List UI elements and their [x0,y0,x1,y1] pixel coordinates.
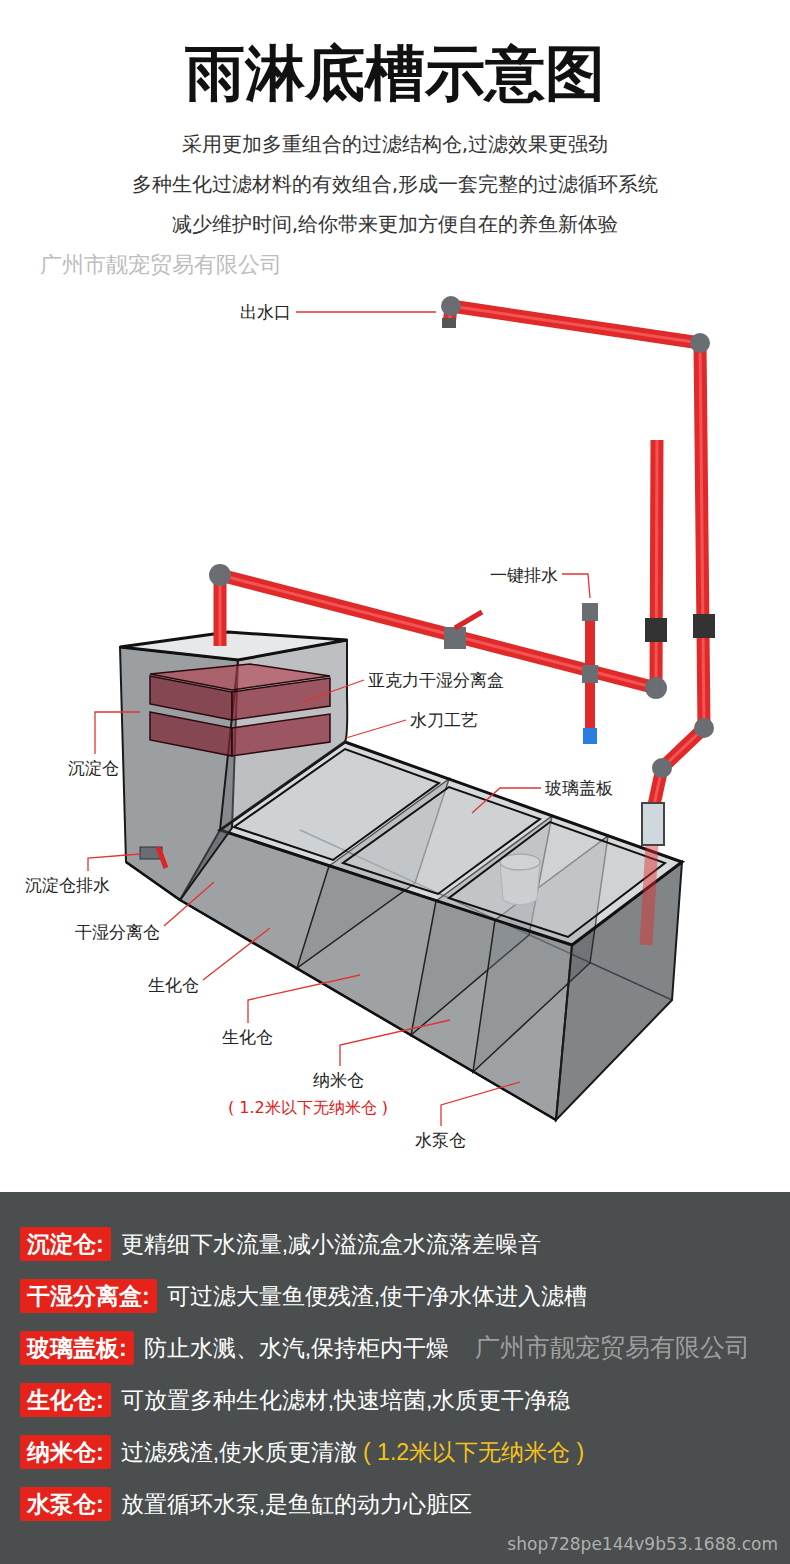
description: 更精细下水流量,减小溢流盒水流落差噪音 [121,1231,541,1257]
badge-box: 干湿分离盒:可过滤大量鱼便残渣,使干净水体进入滤槽 [20,1279,157,1313]
drain-valve-top [582,603,598,621]
watermark: 广州市靓宠贸易有限公司 [40,252,282,278]
badge-title: 水泵仓: [27,1491,104,1517]
badge-box: 纳米仓:过滤残渣,使水质更清澈( 1.2米以下无纳米仓 ) [20,1435,111,1469]
description: 防止水溅、水汽,保持柜内干燥 [144,1335,449,1361]
part-label: 干湿分离仓 [75,922,160,942]
pipe-highlight [449,306,704,805]
leader-line [88,854,140,871]
subtitle-line: 减少维护时间,给你带来更加方便自在的养鱼新体验 [172,212,618,236]
outlet-pipe [449,306,704,805]
leader-lines [88,312,590,1126]
glass-cover [449,822,665,937]
leader-line [441,1082,520,1126]
union [693,614,715,638]
leader-line [164,882,214,926]
leader-line [296,311,436,312]
description: 过滤残渣,使水质更清澈 [121,1439,357,1465]
outlet-end [442,318,456,328]
part-label: 一键排水 [490,565,558,585]
drain-fitting [583,728,597,744]
elbow [441,296,461,316]
part-label: 沉淀仓 [68,758,119,778]
badge-box: 沉淀仓:更精细下水流量,减小溢流盒水流落差噪音 [20,1227,111,1261]
leader-line [203,928,270,980]
union [645,618,667,642]
part-label: 出水口 [240,302,291,322]
pipe [646,845,652,945]
tower-top [120,632,347,660]
description-row: 放置循环水泵,是鱼缸的动力心脏区 [121,1487,472,1521]
part-label: 沉淀仓排水 [25,875,110,895]
description: 可放置多种生化滤材,快速培菌,水质更干净稳 [121,1387,571,1413]
drain-handle [158,847,166,868]
badge-title: 纳米仓: [27,1439,104,1465]
note: ( 1.2米以下无纳米仓 ) [363,1439,584,1465]
badge-box: 玻璃盖板:防止水溅、水汽,保持柜内干燥 [20,1331,134,1365]
description-row: 过滤残渣,使水质更清澈( 1.2米以下无纳米仓 ) [121,1435,584,1469]
part-label: 生化仓 [148,975,199,995]
acrylic-drawer [232,714,330,756]
description: 放置循环水泵,是鱼缸的动力心脏区 [121,1491,472,1517]
leader-line [302,680,364,702]
part-label: 玻璃盖板 [545,778,613,798]
elbow [694,718,714,738]
valve-handle [455,612,482,628]
subtitle-line: 多种生化过滤材料的有效组合,形成一套完整的过滤循环系统 [132,172,658,196]
info-panel [0,1192,790,1564]
badge-title: 生化仓: [27,1387,104,1413]
ball-valve [444,627,466,649]
page-title: 雨淋底槽示意图 [0,38,790,110]
description-row: 更精细下水流量,减小溢流盒水流落差噪音 [121,1227,541,1261]
elbow [209,564,231,586]
acrylic-drawer [150,712,232,756]
part-label: 水泵仓 [415,1130,466,1150]
leader-line [562,574,590,598]
description: 可过滤大量鱼便残渣,使干净水体进入滤槽 [167,1283,587,1309]
acrylic-drawer [150,676,232,720]
part-label: 水刀工艺 [410,710,478,730]
tank-bottom-edge [126,862,180,900]
badge-title: 玻璃盖板: [27,1335,127,1361]
badge-box: 水泵仓:放置循环水泵,是鱼缸的动力心脏区 [20,1487,111,1521]
tank-bottom-edge [180,900,556,1120]
part-label: 亚克力干湿分离盒 [368,670,504,690]
sump-tank [120,632,682,1120]
leader-line [472,788,541,813]
pipe-fittings [209,296,715,845]
badge-title: 沉淀仓: [27,1231,104,1257]
elbow [652,758,672,778]
badge-box: 生化仓:可放置多种生化滤材,快速培菌,水质更干净稳 [20,1383,111,1417]
leader-line [346,720,406,738]
leader-line [340,1020,450,1066]
pipework [220,306,704,945]
description-row: 防止水溅、水汽,保持柜内干燥 [144,1331,449,1365]
elbow [645,677,667,699]
description-row: 可放置多种生化滤材,快速培菌,水质更干净稳 [121,1383,571,1417]
note-label: ( 1.2米以下无纳米仓 ) [228,1098,388,1117]
leader-line [248,975,360,1023]
leader-line [95,712,140,754]
acrylic-drawer [232,678,330,720]
tee [582,665,598,683]
subtitle-line: 采用更加多重组合的过滤结构仓,过滤效果更强劲 [182,132,608,156]
watermark: 广州市靓宠贸易有限公司 [475,1333,750,1363]
description-row: 可过滤大量鱼便残渣,使干净水体进入滤槽 [167,1279,587,1313]
shop-url: shop728pe144v9b53.1688.com [507,1534,778,1554]
check-valve [642,803,664,845]
part-label: 纳米仓 [313,1070,364,1090]
badge-title: 干湿分离盒: [27,1283,150,1309]
part-label: 生化仓 [222,1027,273,1047]
elbow [690,333,710,353]
